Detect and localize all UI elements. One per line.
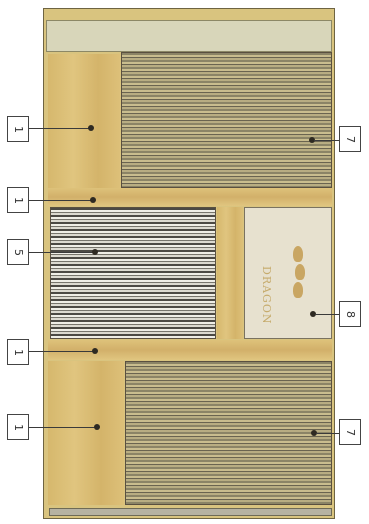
callout-leader-line <box>314 140 339 141</box>
logo-flame-icon <box>293 246 303 262</box>
bottom-band <box>49 508 332 516</box>
callout-leader-line <box>29 351 93 352</box>
callout-dot <box>311 430 317 436</box>
callout-label: 5 <box>11 248 25 256</box>
callout-dot <box>90 197 96 203</box>
callout-box: 1 <box>7 187 29 213</box>
wood-strip-upper <box>48 188 332 206</box>
callout-dot <box>94 424 100 430</box>
callout-leader-line <box>29 200 91 201</box>
callout-dot <box>309 137 315 143</box>
top-band <box>46 20 332 52</box>
callout-dot <box>88 125 94 131</box>
callout-leader-line <box>315 314 339 315</box>
callout-box: 8 <box>339 301 361 327</box>
callout-box: 7 <box>339 419 361 445</box>
callout-label: 7 <box>343 428 357 436</box>
wood-strip-lower <box>48 340 332 360</box>
logo-flame-icon <box>293 282 303 298</box>
striped-panel-middle <box>50 207 216 339</box>
wood-gap-middle <box>217 207 243 339</box>
wood-block-lower <box>48 361 124 505</box>
callout-dot <box>310 311 316 317</box>
callout-leader-line <box>29 252 93 253</box>
callout-leader-line <box>316 433 339 434</box>
callout-dot <box>92 348 98 354</box>
callout-label: 1 <box>11 125 25 133</box>
callout-leader-line <box>29 128 90 129</box>
callout-box: 7 <box>339 126 361 152</box>
callout-box: 1 <box>7 339 29 365</box>
callout-box: 1 <box>7 116 29 142</box>
callout-label: 1 <box>11 423 25 431</box>
striped-panel-upper <box>121 52 332 188</box>
logo-panel: DRAGON <box>244 207 332 339</box>
callout-leader-line <box>29 427 95 428</box>
callout-label: 7 <box>343 135 357 143</box>
callout-label: 1 <box>11 348 25 356</box>
wood-block-upper <box>48 54 120 188</box>
logo-panel-text: DRAGON <box>260 266 273 325</box>
callout-label: 8 <box>343 310 357 318</box>
callout-box: 5 <box>7 239 29 265</box>
logo-flame-icon <box>295 264 305 280</box>
callout-label: 1 <box>11 196 25 204</box>
callout-dot <box>92 249 98 255</box>
striped-panel-lower <box>125 361 332 505</box>
callout-box: 1 <box>7 414 29 440</box>
